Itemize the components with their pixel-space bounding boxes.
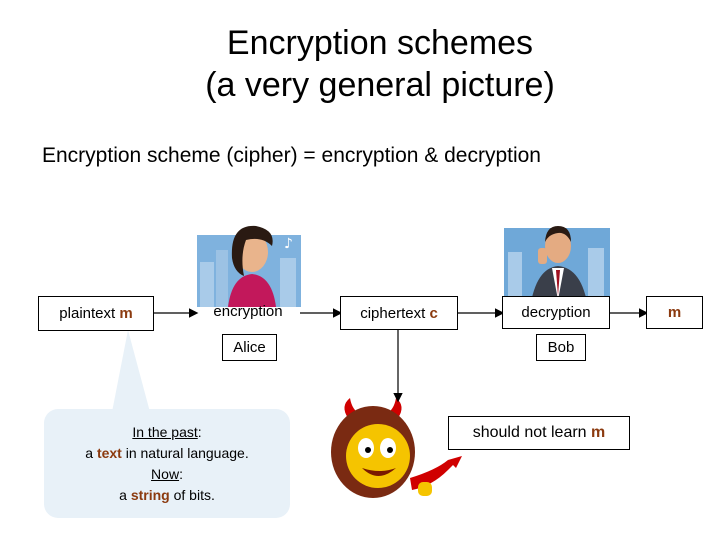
now-heading: Now [151, 465, 180, 482]
alice-label: Alice [233, 339, 266, 356]
ciphertext-variable: c [429, 304, 438, 322]
encryption-label: encryption [213, 303, 283, 320]
eve-devil-picture [331, 398, 462, 498]
output-variable: m [667, 304, 682, 321]
alice-label-box: Alice [222, 334, 277, 361]
now-keyword: string [130, 486, 170, 503]
page-title: Encryption schemes (a very general pictu… [0, 22, 720, 106]
now-prefix: a [119, 486, 127, 503]
svg-text:♪: ♪ [284, 236, 293, 252]
past-suffix: in natural language. [125, 444, 249, 461]
eve-note-label: should not learn [472, 424, 587, 441]
bubble-line-text: a text in natural language. [44, 443, 290, 464]
decryption-box: decryption [502, 296, 610, 329]
plaintext-label: plaintext [59, 305, 116, 322]
eve-note-variable: m [591, 424, 606, 441]
eve-note-box: should not learn m [448, 416, 630, 450]
ciphertext-box: ciphertext c [340, 296, 458, 330]
past-colon: : [197, 423, 202, 440]
plaintext-variable: m [119, 305, 133, 322]
speech-bubble: In the past: a text in natural language.… [44, 409, 290, 518]
title-line-2: (a very general picture) [205, 66, 555, 104]
past-heading: In the past [132, 423, 198, 440]
bob-picture [504, 226, 610, 308]
alice-picture: ♪ [197, 225, 301, 307]
encryption-box: encryption [196, 296, 300, 327]
output-box: m [646, 296, 703, 329]
bob-label-box: Bob [536, 334, 586, 361]
past-keyword: text [96, 444, 122, 461]
decryption-label: decryption [521, 304, 591, 321]
speech-bubble-tail [112, 330, 150, 412]
bubble-line-past: In the past: [44, 422, 290, 443]
now-colon: : [179, 465, 183, 482]
past-prefix: a [85, 444, 94, 461]
subtitle: Encryption scheme (cipher) = encryption … [42, 144, 541, 167]
bob-label: Bob [547, 339, 575, 356]
bubble-line-now: Now: [44, 464, 290, 485]
title-line-1: Encryption schemes [226, 24, 534, 62]
ciphertext-label: ciphertext [360, 304, 426, 322]
plaintext-box: plaintext m [38, 296, 154, 331]
now-suffix: of bits. [173, 486, 215, 503]
bubble-line-string: a string of bits. [44, 485, 290, 506]
